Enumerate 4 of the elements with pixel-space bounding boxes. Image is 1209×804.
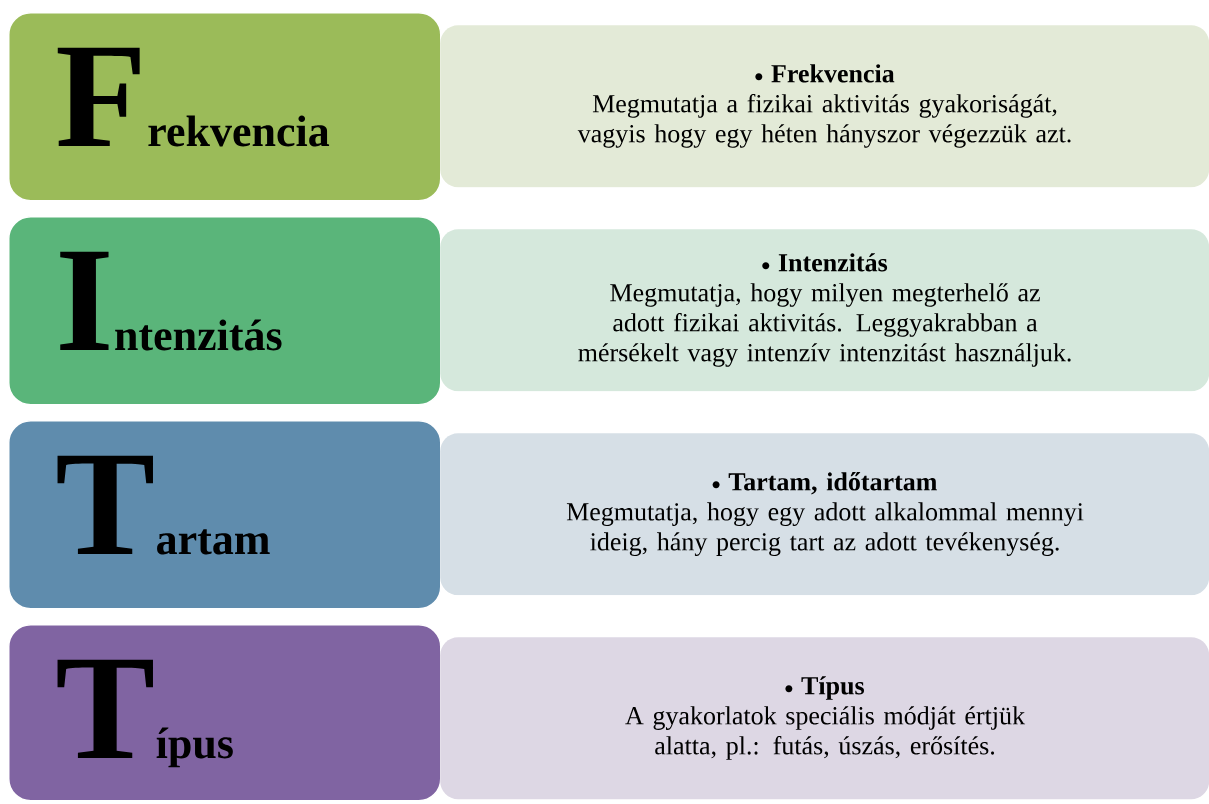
description-box: Frekvencia Megmutatja a fizikai aktivitás gyakoriságát, vagyis hogy egy héten hányszor végezzük azt. bbox=[440, 25, 1209, 188]
description-box: Intenzitás Megmutatja, hogy milyen megterhelő az adott fizikai aktivitás. Leggyakrabban a mérsékelt vagy intenzív intenzitást használjuk. bbox=[440, 229, 1209, 392]
description-box: Tartam, időtartam Megmutatja, hogy egy adott alkalommal mennyi ideig, hány percig tart az adott tevékenység. bbox=[440, 433, 1209, 596]
description-box: Típus A gyakorlatok speciális módját értjük alatta, pl.: futás, úszás, erősítés. bbox=[440, 637, 1209, 800]
